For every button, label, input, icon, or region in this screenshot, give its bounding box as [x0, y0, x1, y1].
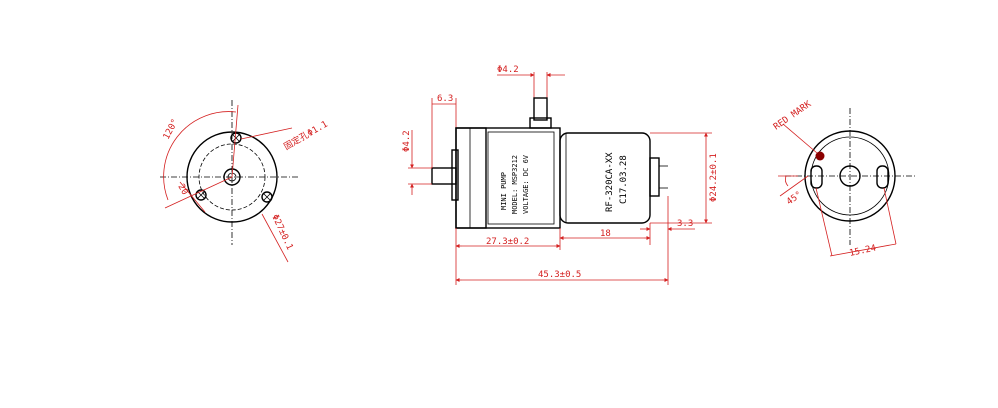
right-spacing-label: 15.24 [849, 244, 878, 259]
pump-side-bump [451, 149, 459, 201]
pump-front-plate [455, 127, 487, 229]
right-angle-label: 45° [785, 190, 804, 208]
left-end-view: 120° 20 固定孔Φ1.1 Φ27±0.1 [160, 100, 330, 263]
left-screw-holes [195, 132, 273, 203]
pump-label-line2: MODEL: MSP3212 [511, 155, 519, 214]
right-end-view: RED MARK 45° 15.24 [772, 99, 915, 259]
top-shaft [533, 97, 548, 121]
left-hole-label: 固定孔Φ1.1 [282, 118, 330, 153]
pump-length-label: 27.3±0.2 [486, 237, 529, 247]
pump-label-line3: VOLTAGE: DC 6V [522, 154, 530, 214]
left-angle-arc [163, 111, 237, 201]
left-diameter-label: Φ27±0.1 [269, 213, 294, 252]
left-pcd-label: 20 [175, 183, 189, 197]
shaft-length-label: 6.3 [437, 94, 453, 104]
left-outer-circle [186, 131, 278, 223]
left-angle-label: 120° [162, 118, 181, 142]
red-mark-dot [815, 151, 825, 161]
shaft-diameter-side: Φ4.2 [402, 130, 412, 152]
left-bolt-circle [198, 143, 266, 211]
pump-body [455, 127, 561, 229]
side-view: Φ4.2 Φ4.2 6.3 MINI PUMP MODEL: MSP3212 V… [402, 65, 719, 285]
pump-label-plate [487, 131, 555, 225]
right-terminal-right [876, 165, 889, 189]
left-hub [223, 168, 241, 186]
terminal-length-label: 3.3 [677, 219, 693, 229]
motor-label-line1: RF-320CA-XX [605, 152, 615, 212]
red-mark-leader [782, 123, 818, 154]
red-mark-label: RED MARK [772, 99, 814, 132]
right-center-bearing [839, 165, 861, 187]
shaft-diameter-top: Φ4.2 [497, 65, 519, 75]
left-diameter-leader [261, 213, 289, 263]
motor-diameter-label: Φ24.2±0.1 [709, 153, 719, 202]
total-length-label: 45.3±0.5 [538, 270, 581, 280]
pump-label-line1: MINI PUMP [500, 172, 508, 210]
motor-length-label: 18 [600, 229, 611, 239]
right-outer-circle [804, 130, 896, 222]
left-hole-leader [240, 127, 293, 140]
right-terminal-left [810, 165, 823, 189]
motor-terminal-cap [649, 157, 660, 197]
motor-label-line2: C17.03.28 [619, 155, 629, 204]
